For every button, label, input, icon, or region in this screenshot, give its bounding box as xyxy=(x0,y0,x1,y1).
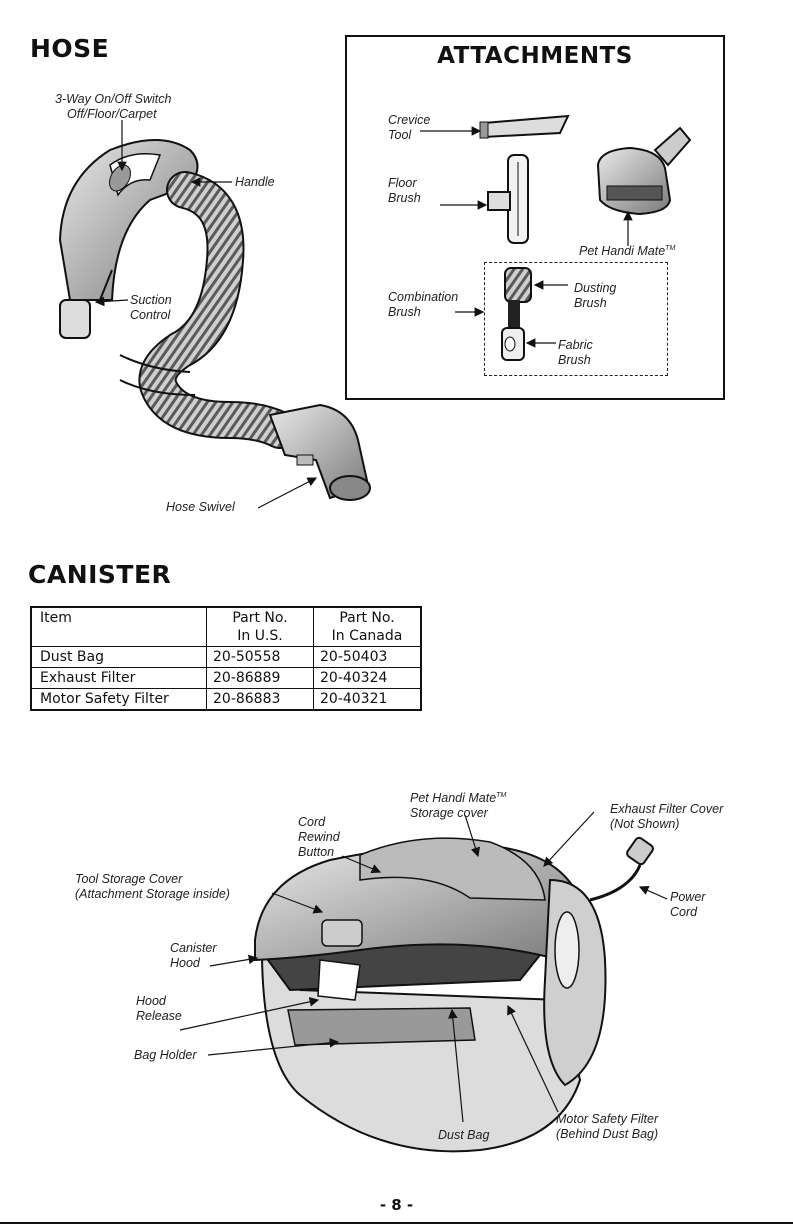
pet-label-tm: TM xyxy=(665,245,676,252)
release-line1: Hood xyxy=(136,994,166,1008)
combo-label-line2: Brush xyxy=(388,305,421,319)
header-item-text: Item xyxy=(40,610,72,626)
table-row: Dust Bag 20-50558 20-50403 xyxy=(30,646,422,668)
dusting-label-line1: Dusting xyxy=(574,281,617,295)
floor-label-line2: Brush xyxy=(388,191,421,205)
hose-swivel-label: Hose Swivel xyxy=(166,500,235,514)
bag-holder-label: Bag Holder xyxy=(134,1048,197,1062)
switch-label-line2: Off/Floor/Carpet xyxy=(67,107,157,121)
canister-heading: CANISTER xyxy=(28,560,172,589)
fabric-label-line2: Brush xyxy=(558,353,591,367)
hose-handle-illustration xyxy=(58,139,199,339)
header-us-line2: In U.S. xyxy=(237,628,283,644)
page-number: - 8 - xyxy=(379,1196,414,1214)
exhaust-line2: (Not Shown) xyxy=(610,817,680,831)
cord-rewind-label: Cord Rewind Button xyxy=(298,815,340,860)
canister-hood-label: Canister Hood xyxy=(170,941,217,971)
bottom-rule xyxy=(0,1222,793,1224)
tool-storage-cover-label: Tool Storage Cover (Attachment Storage i… xyxy=(75,872,230,902)
pet-handi-mate-label: Pet Handi MateTM xyxy=(579,241,675,259)
row-item: Exhaust Filter xyxy=(30,667,207,689)
row-us: 20-50558 xyxy=(206,646,314,668)
floor-label-line1: Floor xyxy=(388,176,417,190)
table-header-row: Item Part No. In U.S. Part No. In Canada xyxy=(30,606,422,647)
exhaust-line1: Exhaust Filter Cover xyxy=(610,802,724,816)
hose-heading: HOSE xyxy=(30,34,110,63)
tool-line2: (Attachment Storage inside) xyxy=(75,887,230,901)
header-canada: Part No. In Canada xyxy=(313,606,422,647)
attachments-box: ATTACHMENTS xyxy=(345,35,725,400)
floor-brush-illustration xyxy=(487,154,529,244)
row-item: Motor Safety Filter xyxy=(30,688,207,711)
header-us: Part No. In U.S. xyxy=(206,606,314,647)
floor-brush-label: Floor Brush xyxy=(388,176,421,206)
row-canada: 20-40324 xyxy=(313,667,422,689)
header-us-line1: Part No. xyxy=(232,610,288,626)
fabric-label-line1: Fabric xyxy=(558,338,593,352)
pet-cover-line2: Storage cover xyxy=(410,806,488,821)
power-line2: Cord xyxy=(670,905,698,919)
table-row: Exhaust Filter 20-86889 20-40324 xyxy=(30,667,422,689)
switch-label-line1: 3-Way On/Off Switch xyxy=(55,92,172,106)
dusting-brush-label: Dusting Brush xyxy=(574,281,616,311)
power-line1: Power xyxy=(670,890,706,904)
row-us: 20-86889 xyxy=(206,667,314,689)
crevice-label-line1: Crevice xyxy=(388,113,431,127)
cord-line2: Rewind xyxy=(298,830,340,844)
tool-line1: Tool Storage Cover xyxy=(75,872,183,886)
row-canada: 20-50403 xyxy=(313,646,422,668)
hood-release-label: Hood Release xyxy=(136,994,182,1024)
suction-label: Suction Control xyxy=(130,293,172,323)
parts-table: Item Part No. In U.S. Part No. In Canada D… xyxy=(30,606,422,711)
pet-handi-mate-illustration xyxy=(596,126,692,216)
header-item: Item xyxy=(30,606,207,647)
attachments-heading: ATTACHMENTS xyxy=(437,43,633,69)
fabric-brush-illustration xyxy=(501,327,525,361)
pet-cover-tm: TM xyxy=(496,792,507,799)
pet-cover-text: Pet Handi Mate xyxy=(410,791,497,806)
power-plug xyxy=(626,836,654,866)
cord-line1: Cord xyxy=(298,815,326,829)
motor-safety-filter-label: Motor Safety Filter (Behind Dust Bag) xyxy=(556,1112,658,1142)
switch-label: 3-Way On/Off Switch Off/Floor/Carpet xyxy=(55,92,171,122)
power-cord xyxy=(589,864,642,902)
dusting-brush-illustration xyxy=(504,267,532,330)
pet-label-text: Pet Handi Mate xyxy=(579,244,666,259)
dusting-label-line2: Brush xyxy=(574,296,607,310)
crevice-tool-illustration xyxy=(479,114,570,139)
suction-label-line1: Suction xyxy=(130,293,172,307)
motor-line1: Motor Safety Filter xyxy=(556,1112,659,1126)
row-canada: 20-40321 xyxy=(313,688,422,711)
combo-label-line1: Combination xyxy=(388,290,459,304)
suction-label-line2: Control xyxy=(130,308,171,322)
handle-label: Handle xyxy=(235,175,275,189)
hose-swivel-illustration xyxy=(268,403,371,501)
pet-storage-cover-label: Pet Handi MateTM Storage cover xyxy=(410,788,506,821)
canister-illustration xyxy=(254,837,607,1153)
release-line2: Release xyxy=(136,1009,182,1023)
crevice-label-line2: Tool xyxy=(388,128,412,142)
hood-line2: Hood xyxy=(170,956,200,970)
fabric-brush-label: Fabric Brush xyxy=(558,338,593,368)
table-row: Motor Safety Filter 20-86883 20-40321 xyxy=(30,688,422,711)
combination-brush-dashed-group xyxy=(484,262,668,376)
cord-line3: Button xyxy=(298,845,335,859)
power-cord-label: Power Cord xyxy=(670,890,705,920)
crevice-tool-label: Crevice Tool xyxy=(388,113,430,143)
exhaust-filter-cover-label: Exhaust Filter Cover (Not Shown) xyxy=(610,802,723,832)
motor-line2: (Behind Dust Bag) xyxy=(556,1127,659,1141)
hood-line1: Canister xyxy=(170,941,217,955)
row-us: 20-86883 xyxy=(206,688,314,711)
dust-bag-label: Dust Bag xyxy=(438,1128,490,1142)
row-item: Dust Bag xyxy=(30,646,207,668)
combination-brush-label: Combination Brush xyxy=(388,290,458,320)
header-canada-line1: Part No. xyxy=(339,610,395,626)
header-canada-line2: In Canada xyxy=(331,628,403,644)
